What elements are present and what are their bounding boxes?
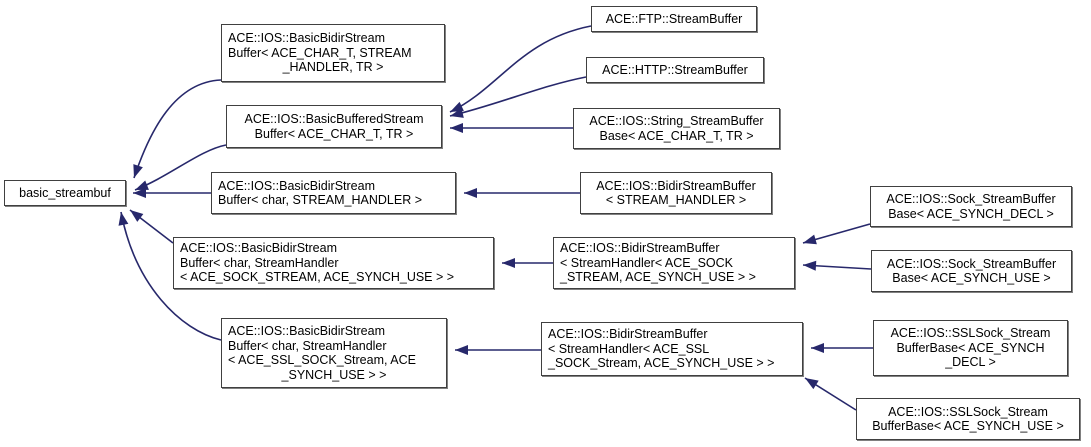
class-node-label: Base< ACE_CHAR_T, TR >: [599, 128, 754, 143]
edge-arrowhead: [130, 210, 144, 222]
class-node-label: ACE::IOS::BasicBidirStream: [180, 241, 337, 256]
class-node-label: Base< ACE_SYNCH_USE >: [892, 271, 1051, 285]
class-node-label: ACE::IOS::BidirStreamBuffer: [596, 178, 756, 193]
class-node-label: ACE::IOS::BasicBidirStream: [228, 324, 385, 338]
class-node-label: ACE::IOS::BidirStreamBuffer: [560, 241, 720, 256]
class-node-label: _STREAM, ACE_SYNCH_USE > >: [560, 270, 756, 285]
inheritance-edge: [802, 264, 872, 270]
class-node-label: Buffer< ACE_CHAR_T, STREAM: [228, 45, 412, 60]
edge-arrowhead: [133, 164, 143, 178]
inheritance-edge: [804, 377, 857, 411]
class-node-label: _DECL >: [945, 355, 996, 370]
class-node-label: ACE::FTP::StreamBuffer: [605, 11, 743, 26]
edge-arrowhead: [805, 378, 819, 390]
class-node-ftp-stream-buffer[interactable]: ACE::FTP::StreamBuffer: [591, 6, 757, 32]
class-node-bidir-stream-buffer-sock[interactable]: ACE::IOS::BidirStreamBuffer< StreamHandl…: [553, 237, 795, 289]
edge-arrowhead: [450, 101, 464, 112]
edge-arrowhead: [133, 188, 146, 198]
edge-arrowhead: [455, 345, 468, 355]
class-node-label: _SYNCH_USE > >: [281, 367, 387, 382]
edge-arrowhead: [450, 123, 463, 133]
class-node-label: ACE::IOS::Sock_StreamBuffer: [886, 192, 1056, 206]
inheritance-edge: [133, 79, 222, 179]
class-node-label: ACE::HTTP::StreamBuffer: [602, 62, 748, 77]
class-node-label: ACE::IOS::BidirStreamBuffer: [548, 327, 708, 342]
class-node-label: basic_streambuf: [19, 185, 111, 200]
class-node-label: ACE::IOS::String_StreamBuffer: [589, 114, 764, 128]
class-node-label: Buffer< char, STREAM_HANDLER >: [218, 193, 423, 207]
edge-arrowhead: [135, 180, 149, 190]
class-node-label: Buffer< char, StreamHandler: [228, 338, 387, 353]
class-node-label: ACE::IOS::SSLSock_Stream: [888, 404, 1048, 419]
class-node-label: < ACE_SOCK_STREAM, ACE_SYNCH_USE > >: [180, 270, 455, 285]
edge-arrowhead: [464, 188, 477, 198]
class-node-label: < STREAM_HANDLER >: [605, 193, 747, 207]
edge-arrowhead: [803, 260, 817, 271]
class-node-label: < StreamHandler< ACE_SSL: [548, 341, 710, 356]
class-node-label: ACE::IOS::Sock_StreamBuffer: [886, 256, 1057, 271]
edge-arrowhead: [803, 234, 817, 245]
class-node-label: _HANDLER, TR >: [282, 60, 384, 75]
inheritance-edge: [129, 209, 174, 244]
class-node-label: ACE::IOS::SSLSock_Stream: [890, 326, 1051, 341]
class-node-label: ACE::IOS::BasicBufferedStream: [244, 112, 424, 126]
edge-arrowhead: [811, 343, 824, 353]
edge-arrowhead: [450, 108, 464, 118]
class-node-label: ACE::IOS::BasicBidirStream: [228, 31, 385, 46]
class-node-http-stream-buffer[interactable]: ACE::HTTP::StreamBuffer: [586, 57, 764, 83]
class-node-label: Buffer< ACE_CHAR_T, TR >: [254, 126, 414, 141]
inheritance-edge: [802, 223, 871, 244]
class-node-label: < ACE_SSL_SOCK_Stream, ACE: [228, 353, 416, 367]
class-node-bidir-stream-buffer-handler[interactable]: ACE::IOS::BidirStreamBuffer< STREAM_HAND…: [580, 172, 772, 214]
class-node-label: ACE::IOS::BasicBidirStream: [218, 178, 375, 193]
edge-arrowhead: [502, 258, 515, 268]
edge-arrowhead: [118, 212, 129, 226]
class-node-label: _SOCK_Stream, ACE_SYNCH_USE > >: [548, 356, 775, 371]
inheritance-edge: [449, 76, 587, 117]
class-node-basic-streambuf[interactable]: basic_streambuf: [4, 180, 126, 206]
class-node-label: BufferBase< ACE_SYNCH: [896, 340, 1045, 355]
class-node-label: BufferBase< ACE_SYNCH_USE >: [872, 419, 1064, 433]
class-node-label: Buffer< char, StreamHandler: [180, 255, 339, 270]
class-node-label: < StreamHandler< ACE_SOCK: [560, 255, 733, 270]
inheritance-edge: [449, 25, 592, 113]
class-node-bidir-stream-buffer-ssl[interactable]: ACE::IOS::BidirStreamBuffer< StreamHandl…: [541, 322, 803, 376]
class-node-label: Base< ACE_SYNCH_DECL >: [888, 206, 1054, 221]
